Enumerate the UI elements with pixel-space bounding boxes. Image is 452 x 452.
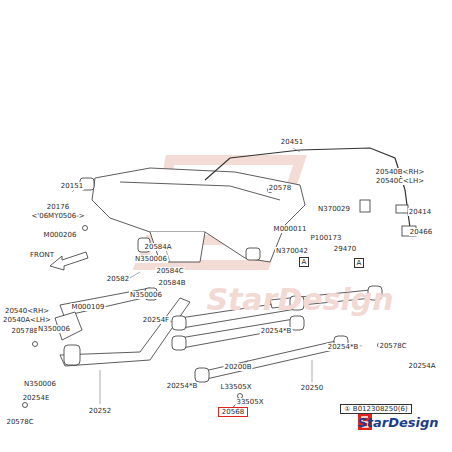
- crossmember: [80, 168, 305, 262]
- reference-box: A: [354, 258, 365, 268]
- brand-logo: StarDesign: [356, 416, 439, 430]
- direction-label: FRONT: [29, 251, 55, 259]
- part-number: 20584C: [155, 267, 184, 275]
- part-number: 20540C<LH>: [375, 177, 425, 185]
- part-number: 20200B: [223, 363, 252, 371]
- stabilizer-bar: [205, 148, 416, 236]
- part-number: 20578B: [10, 327, 39, 335]
- part-number: P100173: [310, 234, 343, 242]
- note-box: ① B012308250(6): [340, 404, 411, 414]
- part-number: 20584B: [157, 279, 186, 287]
- highlighted-part: 20568: [218, 407, 248, 417]
- part-number: N350006: [129, 291, 163, 299]
- part-number: 33505X: [235, 398, 264, 406]
- leader-lines: [72, 148, 380, 405]
- node-text: ① B012308250(6): [344, 405, 407, 413]
- part-number: 20254A: [407, 362, 436, 370]
- node-text: A: [302, 258, 307, 266]
- part-number: M000011: [273, 225, 308, 233]
- part-number: 20451: [280, 138, 304, 146]
- part-number: N370029: [317, 205, 351, 213]
- part-number: N350006: [23, 380, 57, 388]
- part-number: <'06MY0506->: [30, 212, 85, 220]
- node-text: A: [357, 259, 362, 267]
- part-number: 20582: [106, 275, 130, 283]
- part-number: 20254F: [142, 316, 170, 324]
- part-number: 20466: [409, 228, 433, 236]
- part-number: 20578C: [378, 342, 407, 350]
- part-number: 20540A<LH>: [2, 316, 52, 324]
- part-number: 29470: [333, 245, 357, 253]
- part-number: 20254*B: [327, 343, 360, 351]
- part-number: L33505X: [220, 383, 253, 391]
- part-number: 20414: [408, 208, 432, 216]
- front-arrow: [50, 252, 88, 270]
- part-number: N350006: [134, 255, 168, 263]
- part-number: 20540<RH>: [4, 307, 50, 315]
- part-number: 20540B<RH>: [375, 168, 426, 176]
- part-number: N350006: [37, 325, 71, 333]
- part-number: 20584A: [143, 243, 172, 251]
- node-text: 20568: [222, 408, 244, 416]
- part-number: 20176: [46, 203, 70, 211]
- part-number: 20250: [300, 384, 324, 392]
- part-number: 20254*B: [260, 327, 293, 335]
- reference-box: A: [299, 257, 310, 267]
- part-number: 20252: [88, 407, 112, 415]
- part-number: 20254*B: [166, 382, 199, 390]
- watermark: StarDesign: [205, 284, 394, 316]
- part-number: 20578C: [5, 418, 34, 426]
- part-number: N370042: [275, 247, 309, 255]
- part-number: M000206: [43, 231, 78, 239]
- part-number: 20151: [60, 182, 84, 190]
- part-number: M000109: [71, 303, 106, 311]
- part-number: 20578: [268, 184, 292, 192]
- part-number: 20254E: [22, 394, 51, 402]
